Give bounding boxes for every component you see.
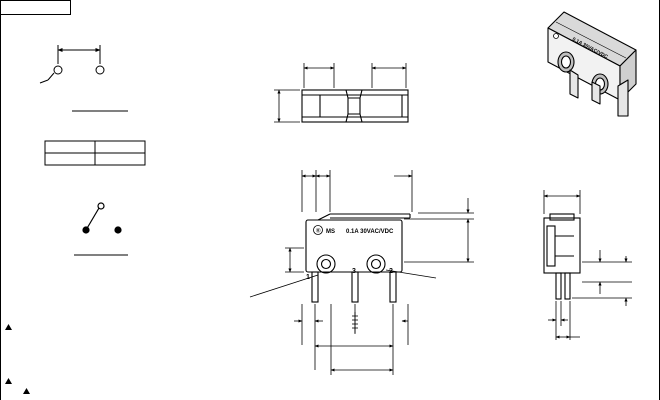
rating-table xyxy=(44,140,146,166)
front-view-markings: ⑧ MS 0.1A 30VAC/VDC 1 3 2 xyxy=(306,225,394,281)
note-triangle-icon xyxy=(5,324,30,394)
front-view-outline xyxy=(305,213,411,303)
side-view-outline xyxy=(543,213,581,300)
pin-label-1: 1 xyxy=(306,274,310,281)
top-view-dimensions xyxy=(274,63,407,123)
front-view-dimensions xyxy=(249,170,474,375)
side-view-dimensions xyxy=(543,190,632,340)
brand-mark: MS xyxy=(326,229,335,235)
pin-centerline xyxy=(352,312,358,334)
isometric-view xyxy=(547,11,637,117)
pin-label-3: 3 xyxy=(352,268,356,275)
rating-marking: 0.1A 30VAC/VDC xyxy=(346,229,394,235)
pin-spacing-symbol xyxy=(39,45,105,84)
pin-label-2: 2 xyxy=(389,268,393,275)
top-view-outline xyxy=(301,89,409,123)
switch-contact-symbol xyxy=(82,202,122,234)
approval-mark: ⑧ xyxy=(316,228,321,235)
